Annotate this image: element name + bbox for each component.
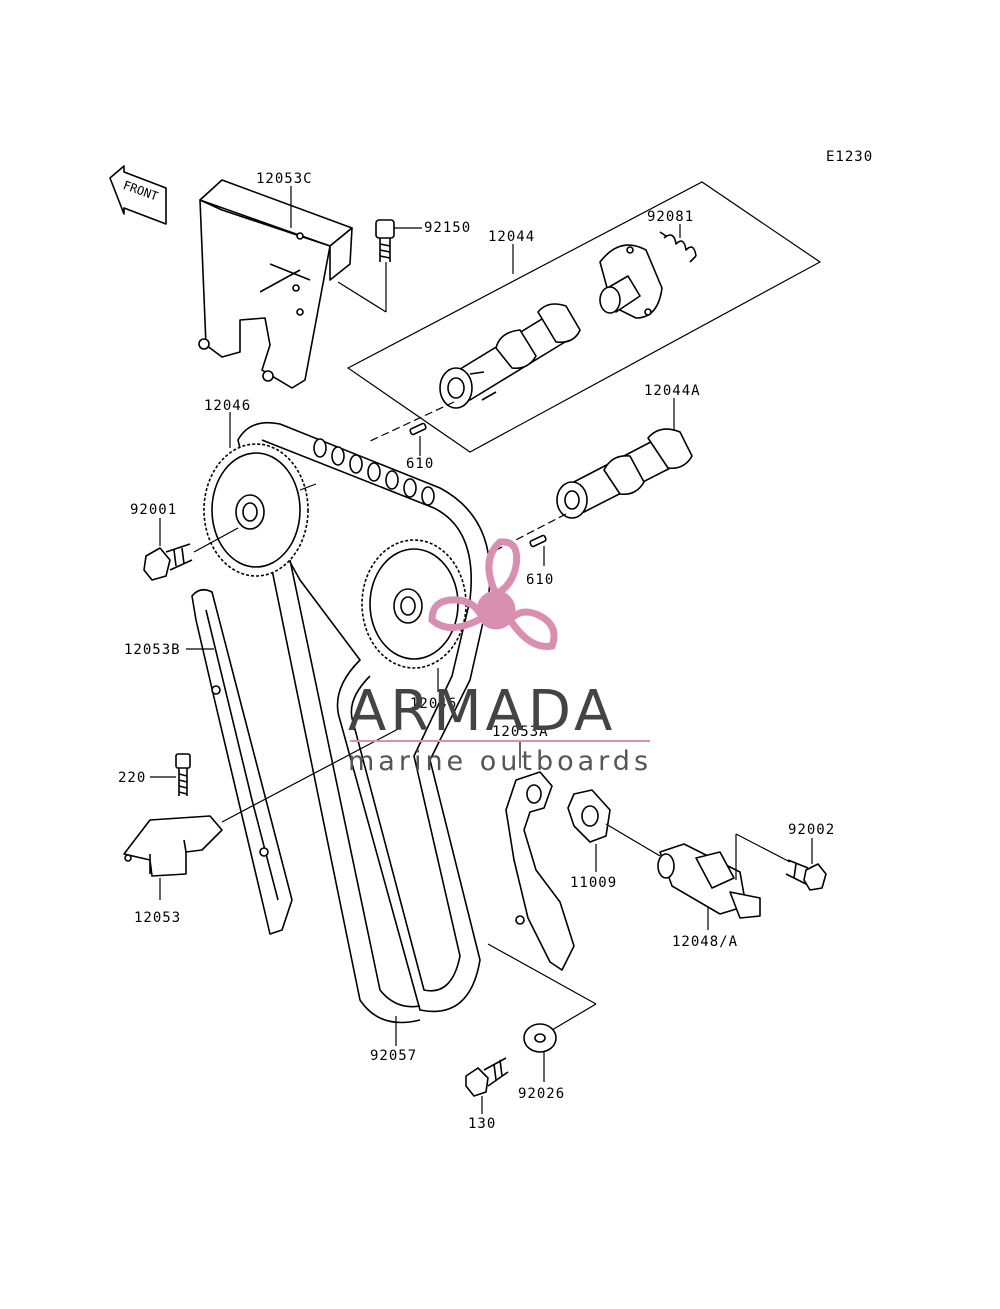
bolt-220 [175,753,191,796]
label-610-upper: 610 [406,456,434,472]
label-12046-upper: 12046 [204,398,251,414]
label-92026: 92026 [518,1086,565,1102]
chain-guide-bracket-12053 [123,815,223,877]
label-11009: 11009 [570,875,617,891]
cam-sprocket-12046-upper [203,443,309,577]
chain-links [313,438,435,506]
spring-92081 [659,231,697,263]
chain-tensioner-12048A [657,843,761,919]
watermark-tagline: marine outboards [348,746,652,777]
label-92150: 92150 [424,220,471,236]
label-12044A: 12044A [644,383,701,399]
camshaft-12044 [439,303,581,409]
camshaft-12044A [556,428,693,519]
label-12053C: 12053C [256,171,313,187]
label-12048A: 12048/A [672,934,738,950]
label-12053B: 12053B [124,642,181,658]
dowel-pin-610-upper [409,422,427,436]
front-arrow-icon: FRONT [109,165,167,225]
label-12053: 12053 [134,910,181,926]
diagram-code: E1230 [826,149,873,165]
camshaft-group-outline [346,181,822,453]
chain-guide-12053B [191,588,293,935]
chain-guide-upper-bracket [198,179,353,389]
bolt-92002 [785,859,827,891]
gasket-11009 [567,789,611,843]
propeller-logo-icon [428,538,558,650]
label-92081: 92081 [647,209,694,225]
decompressor-assembly [599,244,663,319]
washer-92026 [523,1023,557,1053]
label-12053A: 12053A [492,724,549,740]
label-220: 220 [118,770,146,786]
bolt-92150 [375,219,395,262]
label-12044: 12044 [488,229,535,245]
label-130: 130 [468,1116,496,1132]
watermark-brand: ARMADA [348,679,616,744]
armada-watermark: ARMADA marine outboards [348,538,652,777]
label-92001: 92001 [130,502,177,518]
dowel-pin-610-lower [529,534,547,548]
label-92002: 92002 [788,822,835,838]
bolt-92001 [143,543,193,581]
label-610-lower: 610 [526,572,554,588]
bolt-130 [465,1057,509,1097]
chain-guide-12053A [505,771,575,971]
label-92057: 92057 [370,1048,417,1064]
label-12046-lower: 12046 [410,696,457,712]
cam-sprocket-12046-lower [361,539,467,669]
